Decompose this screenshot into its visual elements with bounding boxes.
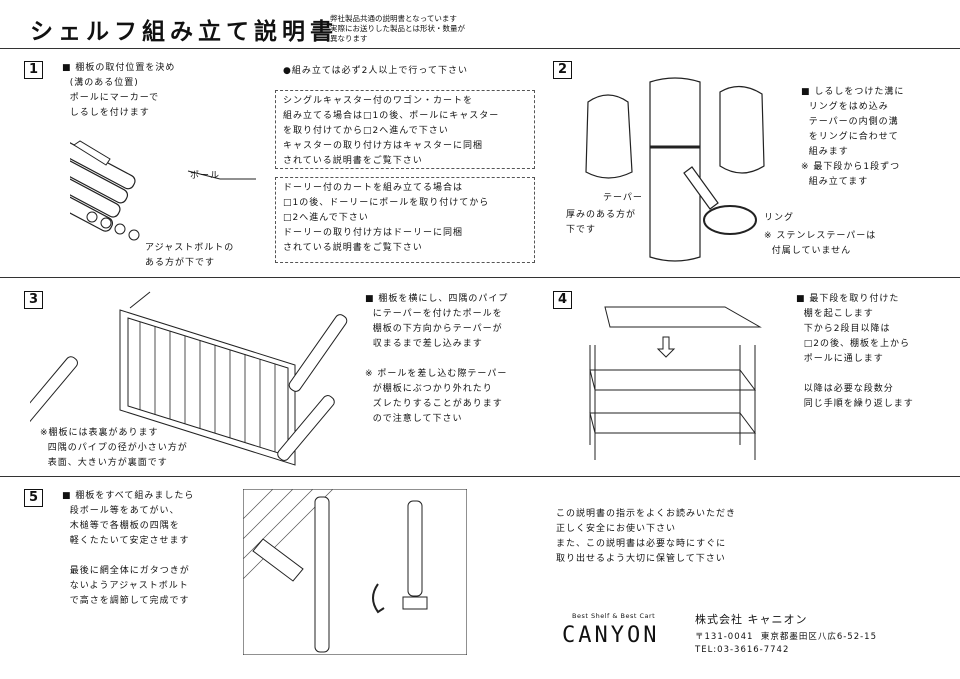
- adjust-illustration: [243, 489, 467, 655]
- company-logo: CANYON: [562, 623, 660, 648]
- step3-instruction: ■ 棚板を横にし、四隅のパイプ にテーパーを付けたポールを 棚板の下方向からテー…: [365, 294, 509, 424]
- dolly-note: ドーリー付のカートを組み立てる場合は □1の後、ドーリーにポールを取り付けてから…: [283, 183, 490, 253]
- divider: [0, 48, 960, 49]
- company-name: 株式会社 キャニオン: [695, 613, 808, 626]
- closing-note: この説明書の指示をよくお読みいただき 正しく安全にお使い下さい また、この説明書…: [556, 509, 737, 564]
- taper-ring-illustration: [585, 77, 765, 262]
- company-tel: TEL:03-3616-7742: [695, 645, 790, 655]
- assembled-shelf-illustration: [589, 306, 762, 460]
- company-address: 〒131-0041 東京都墨田区八広6-52-15: [695, 632, 878, 642]
- step4-instruction: ■ 最下段を取り付けた 棚を起こします 下から2段目以降は □2の後、棚板を上か…: [796, 294, 914, 409]
- caster-box: [275, 90, 535, 169]
- divider: [0, 476, 960, 477]
- bolt-note: アジャストボルトの ある方が下です: [145, 243, 235, 268]
- step-number-2: 2: [553, 61, 572, 79]
- step-number-4: 4: [553, 291, 572, 309]
- two-people-note: ●組み立ては必ず2人以上で行って下さい: [283, 66, 468, 76]
- step5-instruction: ■ 棚板をすべて組みましたら 段ボール等をあてがい、 木槌等で各棚板の四隅を 軽…: [62, 491, 195, 606]
- step2-instruction: ■ しるしをつけた溝に リングをはめ込み テーパーの内側の溝 をリングに合わせて…: [801, 87, 905, 187]
- stainless-note: ※ ステンレステーパーは 付属していません: [764, 231, 877, 256]
- shelf-insert-illustration: [30, 291, 348, 466]
- pole-label: ポール: [190, 171, 221, 181]
- divider: [0, 277, 960, 278]
- dolly-box: [275, 177, 535, 263]
- poles-illustration: [70, 109, 256, 241]
- step-number-1: 1: [24, 61, 43, 79]
- step1-instruction: ■ 棚板の取付位置を決め (溝のある位置) ポールにマーカーで しるしを付けます: [62, 63, 176, 118]
- step-number-3: 3: [24, 291, 43, 309]
- page-title: シェルフ組み立て説明書: [30, 19, 338, 45]
- ring-label: リング: [764, 213, 795, 223]
- product-note: 弊社製品共通の説明書となっています 実際にお送りした製品とは形状・数量が 異なり…: [330, 14, 465, 43]
- caster-note: シングルキャスター付のワゴン・カートを 組み立てる場合は□1の後、ポールにキャス…: [283, 96, 500, 166]
- taper-label: テーパー: [603, 193, 643, 203]
- thick-note: 厚みのある方が 下です: [566, 210, 637, 235]
- step-number-5: 5: [24, 489, 43, 507]
- tagline: Best Shelf & Best Cart: [572, 612, 656, 620]
- surface-note: ※棚板には表裏があります 四隅のパイプの径が小さい方が 表面、大きい方が裏面です: [40, 428, 188, 468]
